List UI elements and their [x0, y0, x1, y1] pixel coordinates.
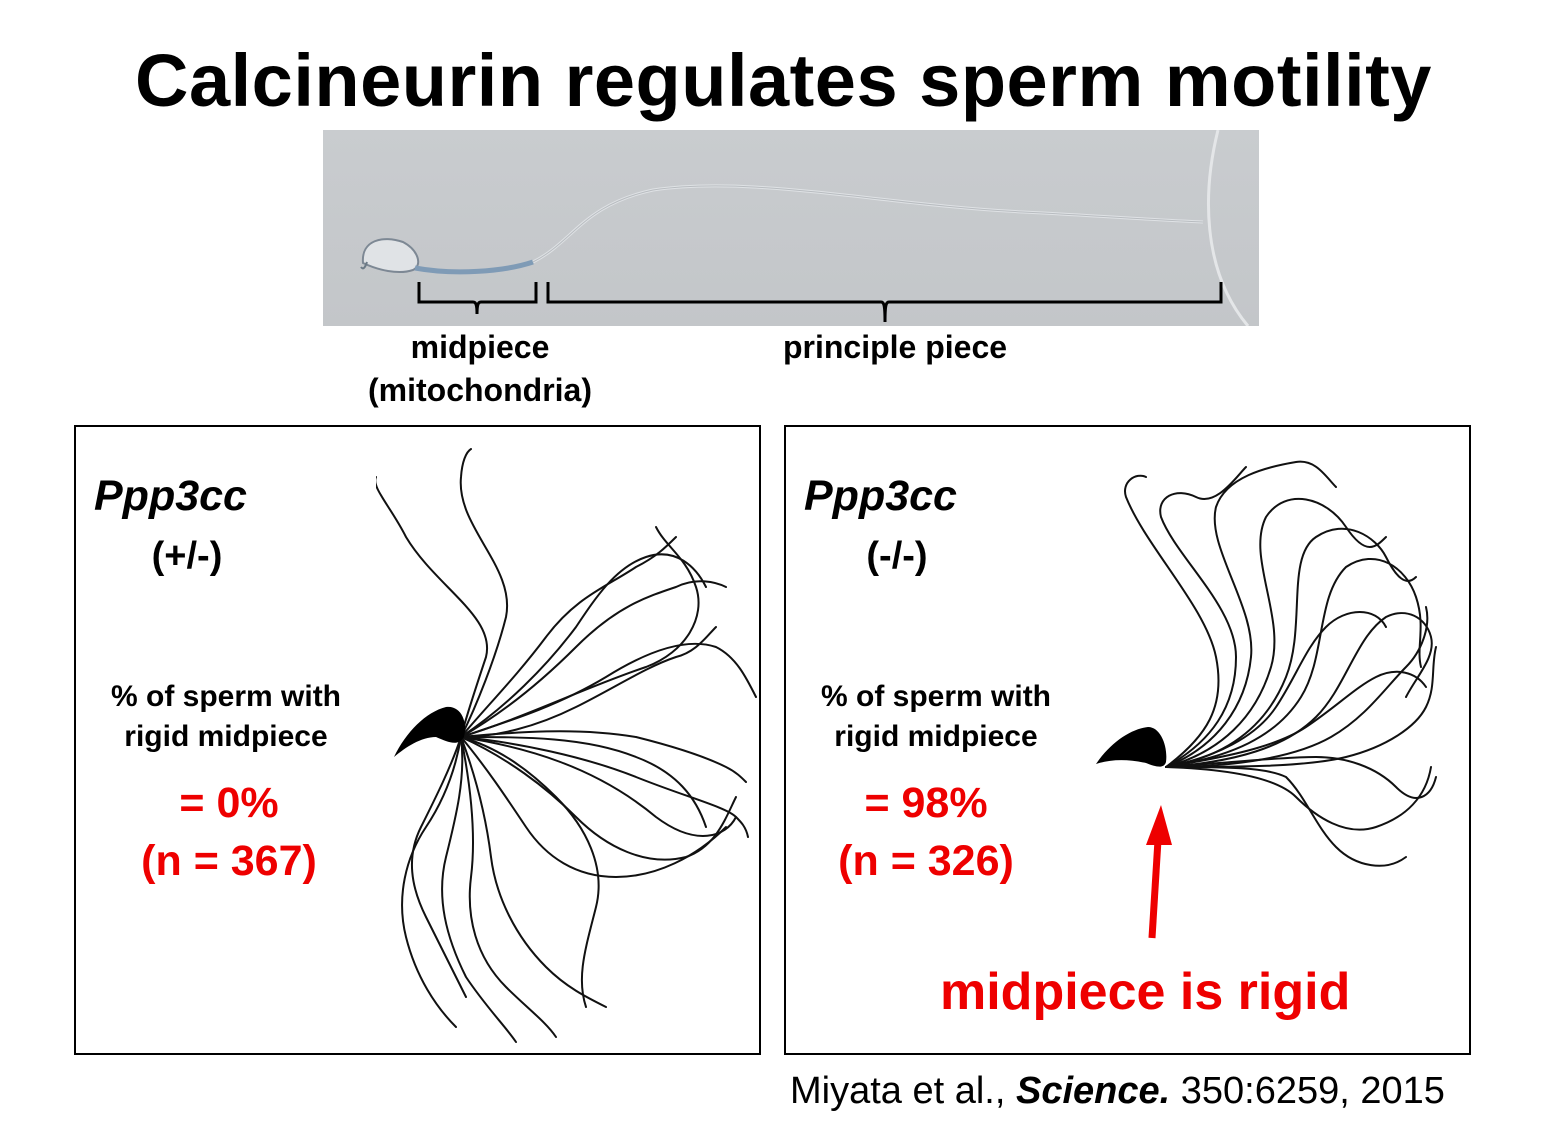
stat-line-1: % of sperm with — [820, 680, 1052, 713]
sperm-micrograph — [323, 130, 1259, 326]
principal-piece-label: principle piece — [782, 329, 1008, 365]
midpiece-label: midpiece (mitochondria) — [330, 326, 630, 412]
principal-piece-bracket — [546, 282, 1223, 323]
stat-line-1: % of sperm with — [110, 680, 342, 713]
gene-name: Ppp3cc — [804, 472, 957, 520]
sample-size: (n = 326) — [838, 837, 1014, 885]
midpiece-label-text: midpiece — [410, 329, 550, 365]
percentage-value: = 98% — [864, 779, 988, 827]
gene-name: Ppp3cc — [94, 472, 247, 520]
citation: Miyata et al., Science. 350:6259, 2015 — [790, 1070, 1445, 1113]
citation-authors: Miyata et al., — [790, 1070, 1006, 1112]
percentage-value: = 0% — [179, 779, 279, 827]
stat-line-2: rigid midpiece — [124, 720, 328, 753]
rigid-annotation: midpiece is rigid — [940, 963, 1351, 1021]
stat-description: % of sperm with rigid midpiece — [76, 677, 376, 757]
stat-line-2: rigid midpiece — [834, 720, 1038, 753]
arrow-icon — [1146, 805, 1172, 939]
sperm-head — [1096, 727, 1167, 767]
rigid-percentage: = 0% (n = 367) — [79, 774, 379, 890]
sperm-head — [394, 706, 466, 757]
citation-reference: 350:6259, 2015 — [1180, 1070, 1445, 1112]
midpiece-bracket — [417, 282, 538, 315]
panel-knockout: Ppp3cc (-/-) % of sperm with rigid midpi… — [784, 425, 1471, 1055]
flagellar-tracing-knockout — [1096, 460, 1437, 867]
flagellar-tracing-heterozygous — [376, 448, 757, 1043]
panel-heterozygous: Ppp3cc (+/-) % of sperm with rigid midpi… — [74, 425, 761, 1055]
sample-size: (n = 367) — [141, 837, 317, 885]
citation-journal: Science. — [1015, 1070, 1171, 1112]
genotype-label: (+/-) — [151, 535, 223, 577]
midpiece-sublabel-text: (mitochondria) — [368, 372, 592, 408]
rigid-percentage: = 98% (n = 326) — [776, 774, 1076, 890]
stat-description: % of sperm with rigid midpiece — [786, 677, 1086, 757]
genotype-label: (-/-) — [866, 535, 928, 577]
slide-title: Calcineurin regulates sperm motility — [135, 39, 1432, 122]
